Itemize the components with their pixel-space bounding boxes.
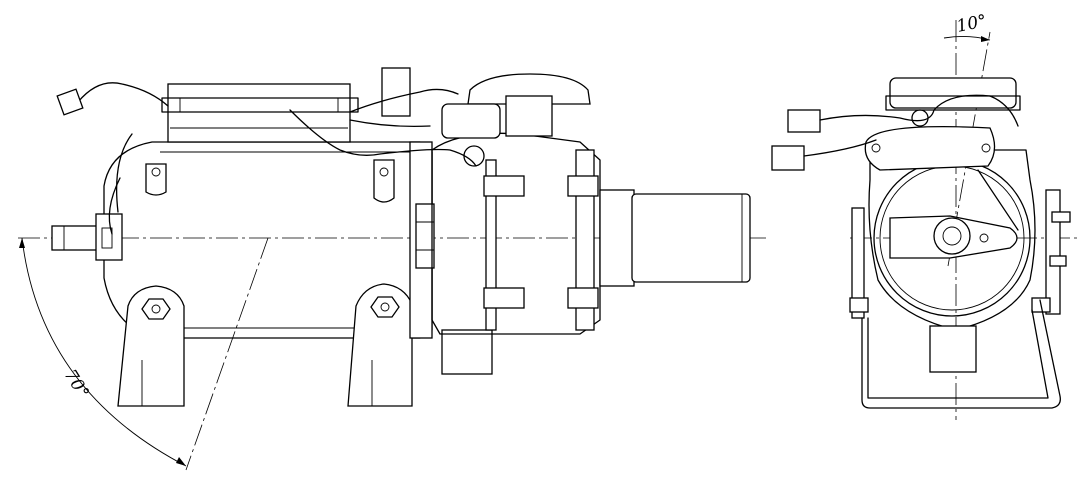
- side-view: 70°: [18, 67, 770, 471]
- clamp-bolt: [415, 203, 435, 269]
- burner-housing: [431, 132, 601, 335]
- angle-arc: [21, 237, 187, 467]
- front-view: 10°: [771, 11, 1080, 420]
- side-clamp-left: [851, 207, 865, 319]
- cable-loop: [463, 145, 485, 167]
- exhaust-outlet: [441, 329, 493, 375]
- upper-bracket-right: [373, 159, 395, 203]
- bolt-hex-left: [141, 298, 171, 320]
- control-unit: [167, 83, 351, 143]
- bolt-hex-right: [370, 296, 400, 318]
- fuel-pump-cap: [441, 103, 501, 139]
- front-bracket-plate: [864, 125, 996, 171]
- arrow-head-top: [19, 238, 25, 248]
- heater-body: [103, 141, 433, 339]
- upper-bracket-left: [145, 163, 167, 196]
- blower-motor: [631, 193, 751, 283]
- side-angle-label: 70°: [60, 366, 93, 402]
- arrow-head-bottom: [176, 457, 186, 466]
- wire-harness-left: [77, 82, 169, 107]
- front-wire-lower: [803, 139, 877, 157]
- intake-neck: [505, 95, 553, 137]
- front-control-box: [889, 77, 1017, 109]
- wire-connector-left: [56, 88, 84, 116]
- connector-post: [381, 67, 411, 117]
- blower-motor-collar: [599, 189, 635, 287]
- front-wire-upper: [819, 94, 991, 122]
- front-angle-label: 10°: [955, 11, 989, 37]
- connector-lower: [771, 145, 805, 171]
- hub: [933, 217, 971, 255]
- connector-upper: [787, 109, 821, 133]
- front-exhaust-outlet: [929, 325, 977, 373]
- stand-frame: [861, 299, 1061, 409]
- inclination-line: [185, 237, 269, 471]
- mounting-bracket-left: [117, 285, 185, 407]
- flange-left: [485, 159, 497, 331]
- side-clamp-right: [1045, 189, 1061, 315]
- air-intake-dome: [467, 73, 591, 105]
- wire-harness-top: [289, 109, 477, 167]
